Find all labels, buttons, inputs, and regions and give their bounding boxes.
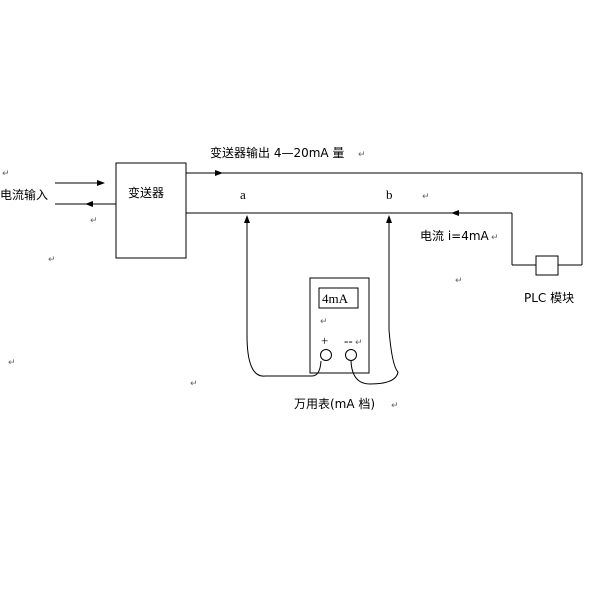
return-mark: ↵ xyxy=(8,358,16,368)
multimeter-display-value: 4mA xyxy=(322,291,349,306)
return-mark: ↵ xyxy=(90,216,98,226)
return-mark: ↵ xyxy=(2,169,10,179)
return-mark: ↵ xyxy=(190,379,198,389)
return-mark: ↵ xyxy=(48,255,56,265)
return-mark: ↵ xyxy=(491,233,499,243)
multimeter-caption: 万用表(mA 档) xyxy=(294,397,375,411)
plc-label: PLC 模块 xyxy=(524,291,574,305)
probe-lead-a xyxy=(246,222,322,377)
transmitter-label: 变送器 xyxy=(128,185,164,200)
return-mark: ↵ xyxy=(455,276,463,286)
meter-minus-label: -- xyxy=(344,333,353,348)
multimeter-display xyxy=(318,287,359,309)
return-mark: ↵ xyxy=(391,401,399,411)
point-a: a xyxy=(240,187,246,202)
point-b: b xyxy=(386,187,393,202)
return-mark: ↵ xyxy=(355,338,363,348)
probe-lead-b xyxy=(350,222,399,385)
input-label: 电流输入 xyxy=(0,187,48,202)
transmitter-box xyxy=(115,162,187,259)
return-mark: ↵ xyxy=(358,150,366,160)
meter-plus-label: + xyxy=(321,333,328,348)
current-label: 电流 i=4mA xyxy=(420,229,490,243)
plc-module-box xyxy=(535,255,559,276)
meter-plus-terminal xyxy=(320,349,332,361)
return-mark: ↵ xyxy=(422,192,430,202)
return-mark: ↵ xyxy=(320,317,328,327)
output-title: 变送器输出 4—20mA 量 xyxy=(210,145,344,160)
meter-minus-terminal xyxy=(345,349,357,361)
